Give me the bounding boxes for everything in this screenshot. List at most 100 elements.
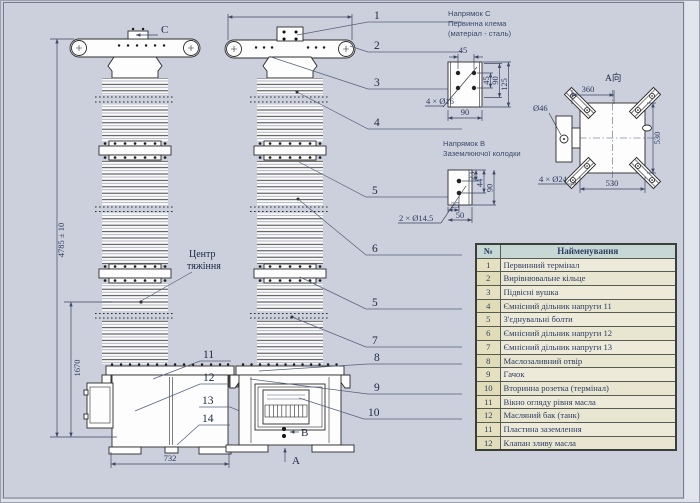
part-name: Вирівнювальне кільце: [499, 271, 677, 287]
center-of-gravity-note: Центр тяжіння: [139, 249, 221, 304]
direction-c-note-3: (матеріал - сталь): [448, 29, 512, 38]
flange-holes-dim: 4 × Ø24: [539, 174, 568, 184]
callout-6: 6: [372, 243, 378, 255]
col-header-name: Найменування: [499, 243, 677, 259]
part-name: Вікно огляду рівня масла: [499, 394, 677, 410]
flange-bottom-dim: 530: [606, 178, 619, 188]
part-name: Ємнісний дільник напруги 11: [499, 298, 677, 314]
part-name: Вторинна розетка (термінал): [499, 380, 677, 396]
callout-13: 13: [202, 395, 214, 407]
direction-c-note-1: Напрямок C: [448, 9, 491, 18]
part-number: 11: [475, 421, 501, 437]
callout-1: 1: [374, 10, 380, 22]
callout-8: 8: [374, 352, 380, 364]
part-number: 3: [475, 285, 501, 300]
part-number: 10: [475, 380, 501, 396]
primary-terminal-detail: Напрямок C Первинна клема (матеріал - ст…: [425, 9, 512, 121]
view-a-arrow-label: A: [292, 455, 300, 467]
callout-7: 7: [372, 335, 378, 347]
callout-9: 9: [374, 382, 380, 394]
view-a-title: A向: [605, 72, 621, 84]
ground-bottom-25-dim: 25: [451, 200, 460, 210]
clamp-top-dim: 45: [459, 45, 468, 55]
part-number: 4: [475, 298, 501, 314]
part-name: Підвісні вушка: [499, 285, 677, 300]
height-dimensions: 4785 ± 10 1670 732: [50, 38, 230, 468]
nameplate-terminal-strip: [262, 389, 310, 425]
tank-foot: [225, 444, 269, 453]
ground-block-detail: Напрямок B Заземлюючої колодки 2 × Ø14.5…: [398, 139, 521, 224]
callout-11: 11: [203, 349, 214, 361]
secondary-terminal-box: [83, 382, 114, 429]
view-b-arrow: B: [290, 427, 308, 439]
callout-5: 5: [372, 185, 378, 197]
ground-bottom-50-dim: 50: [456, 210, 465, 220]
oil-tank-front: [225, 363, 355, 453]
direction-c-note-2: Первинна клема: [448, 19, 507, 28]
flange-center-hole-dim: Ø46: [533, 103, 548, 113]
cg-height-dim: 1670: [72, 360, 82, 377]
part-number: 12: [475, 435, 501, 451]
direction-b-note-1: Напрямок B: [443, 139, 485, 148]
direction-b-note-2: Заземлюючої колодки: [443, 149, 521, 158]
overall-height-dim: 4785 ± 10: [56, 223, 66, 257]
part-number: 9: [475, 367, 501, 382]
clamp-right-90-dim: 90: [490, 76, 500, 85]
tank-foot: [311, 444, 355, 453]
part-name: Ємнісний дільник напруги 13: [499, 339, 677, 355]
part-number: 5: [475, 312, 501, 328]
tank-foot: [108, 446, 142, 455]
front-view-column: B A: [224, 14, 356, 467]
view-b-label: B: [301, 427, 308, 439]
callouts-right: 1 2 3 4 5 6 5 7 8 9 10: [249, 10, 462, 420]
clamp-bottom-dim: 90: [461, 107, 470, 117]
lifting-hook: [229, 374, 241, 389]
part-name: Первинний термінал: [499, 257, 677, 273]
lifting-hook: [339, 374, 351, 389]
part-number: 8: [475, 353, 501, 369]
part-number: 6: [475, 326, 501, 341]
ground-holes-dim: 2 × Ø14.5: [399, 213, 433, 223]
part-number: 7: [475, 339, 501, 355]
side-view-column: Центр тяжіння C: [69, 24, 239, 455]
ground-right-90-dim: 90: [485, 184, 495, 193]
clamp-right-125-dim: 125: [499, 78, 509, 91]
oil-drain-valve: [164, 446, 179, 454]
part-number: 12: [475, 408, 501, 423]
callout-2: 2: [374, 40, 380, 52]
part-name: З'єднувальні болти: [499, 312, 677, 328]
primary-terminal-front: [276, 26, 304, 42]
part-name: Гачок: [499, 367, 677, 382]
part-name: Ємнісний дільник напруги 12: [499, 326, 677, 341]
flange-top-dim: 360: [582, 84, 595, 94]
col-header-number: №: [475, 243, 501, 259]
callout-4: 4: [374, 117, 380, 129]
callout-12: 12: [203, 372, 215, 384]
callout-10: 10: [368, 407, 380, 419]
base-width-dim: 732: [164, 453, 177, 463]
ground-right-44-dim: 44: [475, 178, 485, 187]
callout-3: 3: [374, 77, 380, 89]
view-a-arrow: A: [283, 448, 300, 467]
view-c-label: C: [161, 24, 168, 36]
table-header-row: № Найменування: [475, 243, 677, 259]
part-number: 2: [475, 271, 501, 287]
callout-14: 14: [202, 413, 214, 425]
flange-right-dim: 530: [652, 132, 662, 145]
base-flange-detail: A向 Ø46 360 530 530 4 × Ø24: [533, 72, 662, 193]
